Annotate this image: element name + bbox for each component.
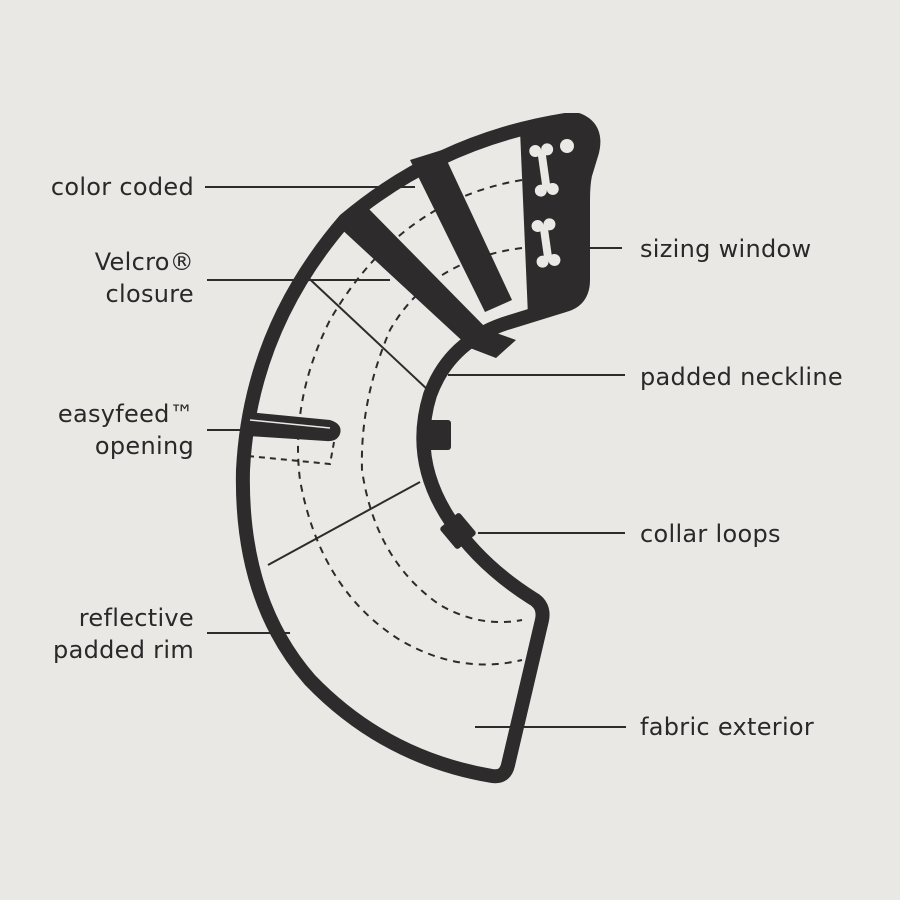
label-line: padded neckline <box>640 363 843 391</box>
label-sizing-window: sizing window <box>640 233 811 265</box>
tab-hole <box>560 139 574 153</box>
collar-loop <box>425 420 451 450</box>
label-line: sizing window <box>640 235 812 263</box>
easyfeed-dashed-pocket <box>247 441 335 466</box>
label-fabric-exterior: fabric exterior <box>640 711 814 743</box>
label-line: color coded <box>50 173 194 201</box>
label-line: fabric exterior <box>640 713 815 741</box>
sizing-window-panel <box>520 120 593 316</box>
seam-line <box>267 481 421 566</box>
label-line: opening <box>94 432 194 460</box>
collar-loop <box>440 513 476 549</box>
easyfeed-slot-highlight <box>249 419 331 429</box>
label-line: collar loops <box>640 520 781 548</box>
label-line: padded rim <box>53 636 194 664</box>
seam-line <box>299 269 429 391</box>
label-easyfeed-opening: easyfeed™ opening <box>58 398 194 462</box>
bone-icon <box>529 143 559 197</box>
bone-icon <box>531 218 561 268</box>
label-line: Velcro® <box>94 248 194 276</box>
label-reflective-padded-rim: reflective padded rim <box>53 602 194 666</box>
dashed-seam-inner <box>360 247 523 624</box>
dashed-seam-outer <box>297 179 523 666</box>
label-collar-loops: collar loops <box>640 518 781 550</box>
easyfeed-slot <box>248 412 341 442</box>
label-color-coded: color coded <box>51 171 194 203</box>
label-velcro-closure: Velcro® closure <box>95 246 194 310</box>
label-line: easyfeed™ <box>57 400 194 428</box>
label-line: reflective <box>78 604 194 632</box>
color-coded-strap <box>410 150 512 312</box>
label-line: closure <box>105 280 194 308</box>
velcro-strap <box>338 206 516 358</box>
label-padded-neckline: padded neckline <box>640 361 843 393</box>
